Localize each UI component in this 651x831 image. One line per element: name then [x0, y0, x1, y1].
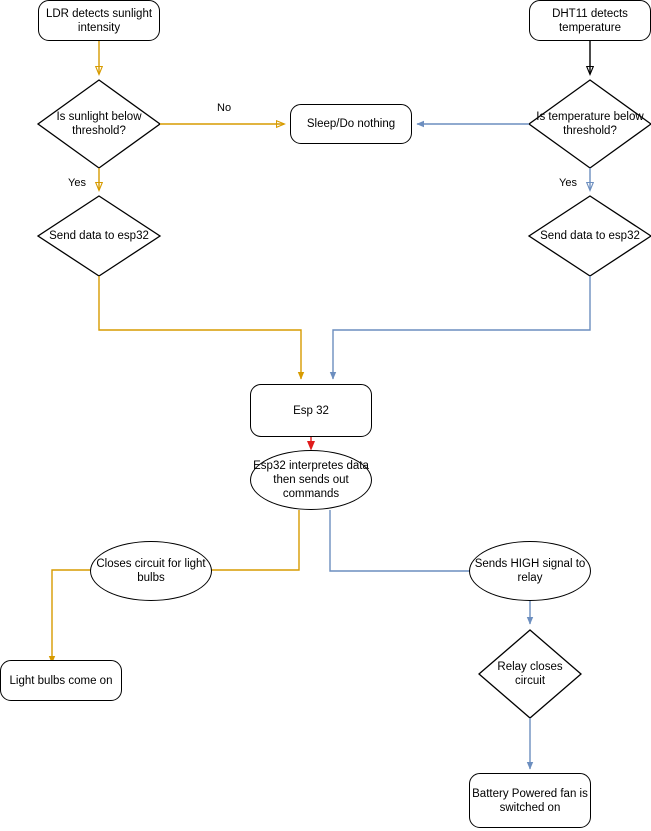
node-send-data-to-esp32-left[interactable]: Send data to esp32	[38, 196, 160, 276]
node-ldr-detects-sunlight[interactable]: LDR detects sunlight intensity	[38, 0, 160, 41]
edge-send-left-to-esp32	[98, 276, 305, 380]
node-sleep-do-nothing[interactable]: Sleep/Do nothing	[290, 104, 412, 144]
node-is-sunlight-below-threshold[interactable]: Is sunlight below threshold?	[38, 80, 160, 168]
edge-interprets-to-high-signal	[329, 510, 470, 572]
node-label: Is temperature below threshold?	[536, 111, 644, 137]
edge-label-no: No	[215, 102, 234, 114]
node-battery-powered-fan-on[interactable]: Battery Powered fan is switched on	[469, 773, 591, 828]
node-label: Send data to esp32	[49, 230, 149, 242]
node-relay-closes-circuit[interactable]: Relay closes circuit	[479, 630, 581, 718]
node-label: Closes circuit for light bulbs	[96, 558, 206, 584]
node-label: Relay closes circuit	[497, 661, 563, 687]
node-label: Esp32 interpretes data then sends out co…	[253, 460, 369, 500]
node-dht11-detects-temperature[interactable]: DHT11 detects temperature	[529, 0, 651, 41]
node-closes-circuit-for-light-bulbs[interactable]: Closes circuit for light bulbs	[90, 541, 212, 601]
node-label: Battery Powered fan is switched on	[472, 787, 588, 814]
node-esp32[interactable]: Esp 32	[250, 384, 372, 437]
node-label: Sends HIGH signal to relay	[474, 558, 586, 584]
node-esp32-interprets-data[interactable]: Esp32 interpretes data then sends out co…	[250, 450, 372, 510]
node-label: Is sunlight below threshold?	[56, 111, 142, 137]
node-light-bulbs-come-on[interactable]: Light bulbs come on	[0, 660, 122, 701]
node-is-temperature-below-threshold[interactable]: Is temperature below threshold?	[529, 80, 651, 168]
node-label: Send data to esp32	[540, 230, 640, 242]
node-label: Light bulbs come on	[9, 674, 113, 687]
node-label: Esp 32	[293, 404, 329, 417]
edge-send-right-to-esp32	[329, 276, 591, 380]
node-label: DHT11 detects temperature	[552, 7, 628, 34]
node-label: LDR detects sunlight intensity	[45, 7, 153, 34]
node-send-data-to-esp32-right[interactable]: Send data to esp32	[529, 196, 651, 276]
edge-label-yes-right: Yes	[557, 177, 579, 189]
node-sends-high-signal-to-relay[interactable]: Sends HIGH signal to relay	[469, 541, 591, 601]
node-label: Sleep/Do nothing	[306, 118, 396, 130]
edge-label-yes-left: Yes	[66, 177, 88, 189]
